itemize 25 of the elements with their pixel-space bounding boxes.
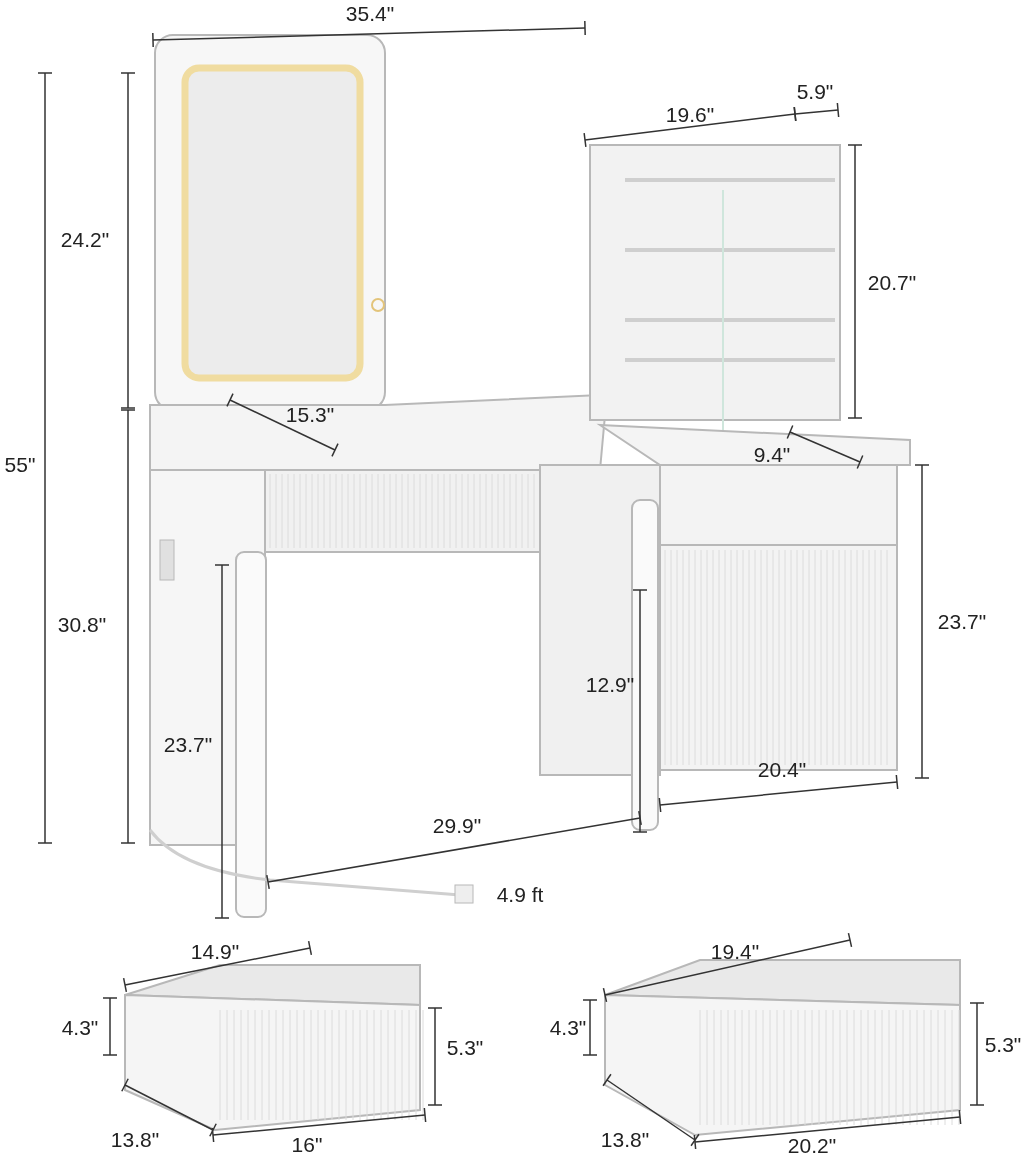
dimension-label: 4.9 ft <box>496 883 544 907</box>
dimension-label: 13.8" <box>110 1128 160 1152</box>
dimension-label: 30.8" <box>57 613 107 637</box>
dimension-label: 9.4" <box>753 443 791 467</box>
dimension-label: 5.3" <box>446 1036 484 1060</box>
dimension-label: 29.9" <box>432 814 482 838</box>
dimension-label: 5.9" <box>796 80 834 104</box>
dimension-label: 20.7" <box>867 271 917 295</box>
dimension-label: 14.9" <box>190 940 240 964</box>
dimension-label: 4.3" <box>61 1016 99 1040</box>
dimension-label: 13.8" <box>600 1128 650 1152</box>
dimension-label: 19.4" <box>710 940 760 964</box>
dimension-label: 5.3" <box>984 1033 1022 1057</box>
dimension-label: 20.2" <box>787 1134 837 1158</box>
dimension-label: 16" <box>291 1133 323 1157</box>
dimension-label: 15.3" <box>285 403 335 427</box>
dimension-label: 4.3" <box>549 1016 587 1040</box>
dimension-label: 12.9" <box>585 673 635 697</box>
dimension-label: 55" <box>4 453 36 477</box>
dimension-label: 19.6" <box>665 103 715 127</box>
dimension-label: 23.7" <box>937 610 987 634</box>
dimension-label: 24.2" <box>60 228 110 252</box>
dimension-label: 35.4" <box>345 2 395 26</box>
dimension-label: 20.4" <box>757 758 807 782</box>
dimension-label: 23.7" <box>163 733 213 757</box>
